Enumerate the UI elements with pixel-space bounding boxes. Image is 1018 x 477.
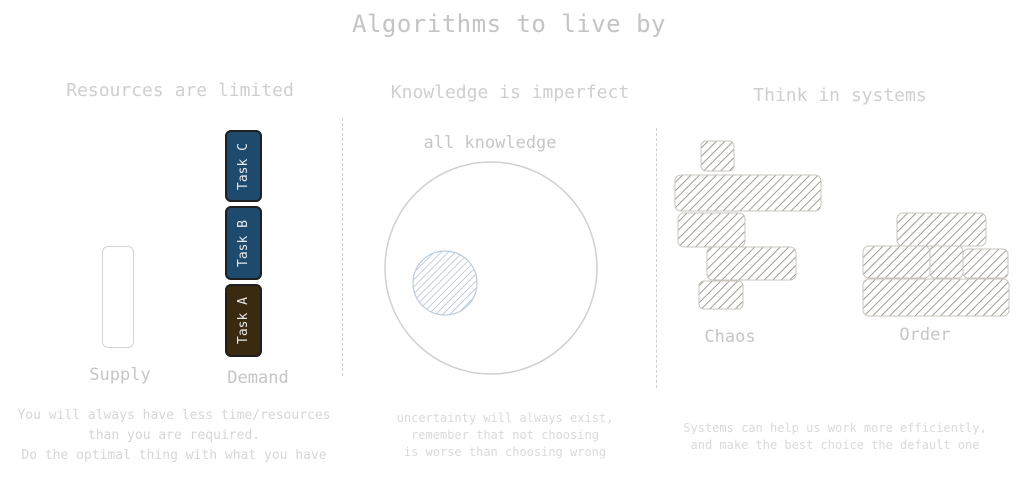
all-knowledge-circle bbox=[384, 161, 598, 375]
order-block bbox=[962, 248, 1009, 279]
task-b-block: Task B bbox=[225, 206, 262, 280]
order-block bbox=[896, 212, 987, 247]
known-knowledge-circle bbox=[412, 250, 478, 316]
order-block bbox=[929, 245, 964, 279]
order-blocks bbox=[862, 212, 1010, 317]
demand-label: Demand bbox=[227, 368, 289, 388]
divider-left bbox=[342, 118, 343, 376]
resources-caption: You will always have less time/resources… bbox=[0, 406, 348, 466]
chaos-label: Chaos bbox=[704, 327, 756, 347]
resources-caption-line-1: You will always have less time/resources bbox=[17, 408, 331, 423]
divider-right bbox=[656, 128, 657, 388]
section-heading-systems: Think in systems bbox=[753, 85, 927, 106]
systems-caption-line-1: Systems can help us work more efficientl… bbox=[683, 421, 987, 435]
order-block bbox=[862, 245, 931, 279]
page-title: Algorithms to live by bbox=[352, 10, 666, 38]
chaos-block bbox=[677, 212, 746, 248]
all-knowledge-label: all knowledge bbox=[423, 133, 557, 153]
supply-bar bbox=[102, 246, 134, 348]
knowledge-caption-line-2: remember that not choosing bbox=[411, 428, 599, 442]
task-a-block: Task A bbox=[225, 284, 262, 357]
chaos-blocks bbox=[674, 140, 822, 310]
chaos-block bbox=[698, 280, 744, 310]
section-heading-resources: Resources are limited bbox=[66, 80, 294, 101]
order-label: Order bbox=[899, 325, 951, 345]
order-block bbox=[862, 278, 1010, 317]
chaos-block bbox=[706, 246, 797, 281]
knowledge-caption-line-1: uncertainty will always exist, bbox=[396, 411, 614, 425]
chaos-block bbox=[700, 140, 735, 172]
section-heading-knowledge: Knowledge is imperfect bbox=[390, 82, 630, 103]
chaos-block bbox=[674, 174, 822, 212]
systems-caption: Systems can help us work more efficientl… bbox=[665, 420, 1005, 454]
knowledge-caption-line-3: is worse than choosing wrong bbox=[403, 445, 607, 459]
resources-caption-line-3: Do the optimal thing with what you have bbox=[21, 448, 327, 463]
systems-caption-line-2: and make the best choice the default one bbox=[690, 438, 980, 452]
knowledge-caption: uncertainty will always exist, remember … bbox=[360, 410, 650, 461]
supply-label: Supply bbox=[89, 365, 151, 385]
resources-caption-line-2: than you are required. bbox=[87, 428, 261, 443]
task-c-block: Task C bbox=[225, 130, 262, 202]
